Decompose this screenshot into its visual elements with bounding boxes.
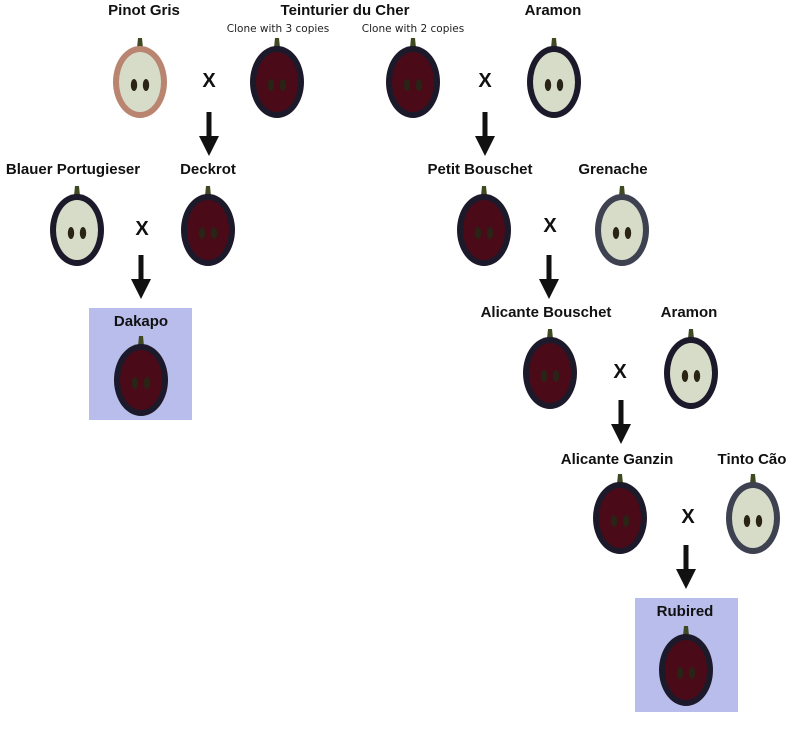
stem xyxy=(688,329,694,339)
cross-symbol: X xyxy=(613,361,627,383)
label-blauer-portugieser: Blauer Portugieser xyxy=(6,161,140,178)
label-grenache: Grenache xyxy=(578,161,647,178)
grape-alicante-bouschet-icon xyxy=(523,329,577,409)
grape-seed xyxy=(79,227,87,239)
grape-seed xyxy=(676,667,684,679)
grape-seed xyxy=(610,515,618,527)
label-alicante-bouschet: Alicante Bouschet xyxy=(481,304,612,321)
grape-deckrot-icon xyxy=(181,186,235,266)
grape-seed xyxy=(474,227,482,239)
grape-grenache-icon xyxy=(595,186,649,266)
grape-flesh xyxy=(56,200,98,260)
grape-aramon-icon xyxy=(527,38,581,118)
grape-aramon-2-icon xyxy=(664,329,718,409)
cross-symbol: X xyxy=(681,506,695,528)
grape-teinturier-clone-3-icon xyxy=(250,38,304,118)
stem xyxy=(617,474,623,484)
grape-seed xyxy=(688,667,696,679)
grape-dakapo-icon xyxy=(114,336,168,416)
cross-symbol: X xyxy=(202,70,216,92)
label-alicante-ganzin: Alicante Ganzin xyxy=(561,451,674,468)
grape-blauer-portugieser-icon xyxy=(50,186,104,266)
grape-flesh xyxy=(601,200,643,260)
grape-seed xyxy=(552,370,560,382)
label-tinto-cao: Tinto Cão xyxy=(718,451,787,468)
label-petit-bouschet: Petit Bouschet xyxy=(427,161,532,178)
grape-seed xyxy=(743,515,751,527)
grape-flesh xyxy=(665,640,707,700)
grape-seed xyxy=(67,227,75,239)
label-deckrot: Deckrot xyxy=(180,161,236,178)
grape-seed xyxy=(624,227,632,239)
label-clone-3-copies: Clone with 3 copies xyxy=(227,23,329,35)
label-teinturier-du-cher: Teinturier du Cher xyxy=(281,2,410,19)
grape-flesh xyxy=(392,52,434,112)
stem xyxy=(274,38,280,48)
label-dakapo: Dakapo xyxy=(114,313,168,330)
grape-seed xyxy=(403,79,411,91)
grape-seed xyxy=(681,370,689,382)
label-rubired: Rubired xyxy=(657,603,714,620)
stem xyxy=(551,38,557,48)
grape-seed xyxy=(693,370,701,382)
grape-flesh xyxy=(670,343,712,403)
grape-pinot-gris-icon xyxy=(113,38,167,118)
grape-seed xyxy=(279,79,287,91)
cross-symbol: X xyxy=(543,215,557,237)
grape-flesh xyxy=(256,52,298,112)
grape-seed xyxy=(544,79,552,91)
stem xyxy=(410,38,416,48)
grape-flesh xyxy=(533,52,575,112)
grape-seed xyxy=(755,515,763,527)
grape-alicante-ganzin-icon xyxy=(593,474,647,554)
stem xyxy=(683,626,689,636)
grape-seed xyxy=(210,227,218,239)
grape-tinto-cao-icon xyxy=(726,474,780,554)
grape-flesh xyxy=(187,200,229,260)
grape-seed xyxy=(142,79,150,91)
label-aramon: Aramon xyxy=(525,2,582,19)
cross-symbol: X xyxy=(135,218,149,240)
grape-seed xyxy=(143,377,151,389)
label-aramon-2: Aramon xyxy=(661,304,718,321)
grape-seed xyxy=(267,79,275,91)
grape-seed xyxy=(540,370,548,382)
grape-flesh xyxy=(599,488,641,548)
stem xyxy=(205,186,211,196)
grape-flesh xyxy=(463,200,505,260)
grape-seed xyxy=(415,79,423,91)
grape-seed xyxy=(131,377,139,389)
label-pinot-gris: Pinot Gris xyxy=(108,2,180,19)
cross-symbol: X xyxy=(478,70,492,92)
grape-teinturier-clone-2-icon xyxy=(386,38,440,118)
grape-seed xyxy=(612,227,620,239)
stem xyxy=(481,186,487,196)
label-clone-2-copies: Clone with 2 copies xyxy=(362,23,464,35)
grape-seed xyxy=(486,227,494,239)
grape-petit-bouschet-icon xyxy=(457,186,511,266)
stem xyxy=(137,38,143,48)
grape-flesh xyxy=(529,343,571,403)
grape-seed xyxy=(130,79,138,91)
grape-flesh xyxy=(732,488,774,548)
stem xyxy=(619,186,625,196)
stem xyxy=(74,186,80,196)
grape-rubired-icon xyxy=(659,626,713,706)
stem xyxy=(750,474,756,484)
stem xyxy=(138,336,144,346)
grape-flesh xyxy=(119,52,161,112)
grape-flesh xyxy=(120,350,162,410)
stem xyxy=(547,329,553,339)
grape-seed xyxy=(198,227,206,239)
grape-seed xyxy=(622,515,630,527)
grape-seed xyxy=(556,79,564,91)
